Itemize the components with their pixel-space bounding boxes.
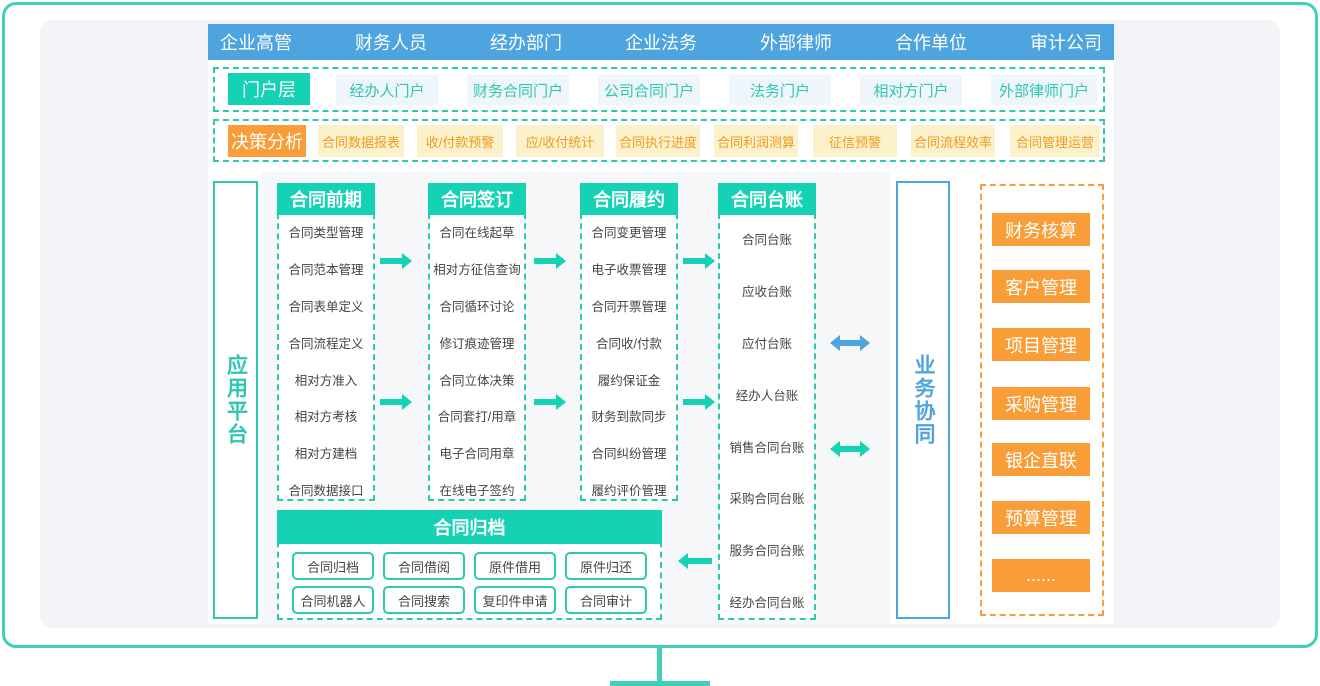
column-item: 销售合同台账 <box>729 441 805 455</box>
column-item: 合同流程定义 <box>288 337 364 351</box>
column-item: 合同纠纷管理 <box>591 447 667 461</box>
role-label: 审计公司 <box>1030 33 1102 53</box>
module-item: 客户管理 <box>992 270 1090 303</box>
column-item: 应付台账 <box>741 337 792 351</box>
business-collab-label: 业务协同 <box>912 354 935 446</box>
arrow-right-icon <box>683 253 715 269</box>
portal-layer <box>213 67 1105 112</box>
column-item: 合同循环讨论 <box>439 300 515 314</box>
portal-item: 经办人门户 <box>336 75 438 105</box>
column-item: 修订痕迹管理 <box>439 337 515 351</box>
column-item: 合同套打/用章 <box>437 410 517 424</box>
module-item: 项目管理 <box>992 328 1090 361</box>
column-item: 合同收/付款 <box>596 337 662 351</box>
double-arrow-icon <box>830 441 870 457</box>
portal-item: 法务门户 <box>729 75 831 105</box>
decision-item: 合同管理运营 <box>1010 125 1100 157</box>
column-item: 履约保证金 <box>597 374 661 388</box>
column-ledger <box>718 183 816 620</box>
column-item: 合同开票管理 <box>591 300 667 314</box>
column-item: 采购合同台账 <box>729 492 805 506</box>
archive-item: 复印件申请 <box>474 586 556 614</box>
column-item: 财务到款同步 <box>591 410 667 424</box>
column-title: 合同签订 <box>428 183 526 215</box>
column-title: 合同履约 <box>580 183 678 215</box>
archive-item: 合同归档 <box>292 552 374 580</box>
portal-item: 财务合同门户 <box>467 75 569 105</box>
column-item: 应收台账 <box>741 285 792 299</box>
archive-item: 原件借用 <box>474 552 556 580</box>
decision-analysis-layer <box>213 119 1105 162</box>
portal-item: 公司合同门户 <box>598 75 700 105</box>
monitor-stand-neck <box>657 648 662 682</box>
column-item: 合同范本管理 <box>288 263 364 277</box>
column-item: 相对方征信查询 <box>433 263 521 277</box>
role-label: 企业高管 <box>220 33 292 53</box>
column-item: 合同数据接口 <box>288 484 364 498</box>
decision-item: 应/收付统计 <box>516 125 604 157</box>
column-item: 合同在线起草 <box>439 226 515 240</box>
decision-item: 合同执行进度 <box>616 125 700 157</box>
column-item: 经办人台账 <box>735 389 799 403</box>
column-item: 电子合同用章 <box>439 447 515 461</box>
business-collab-box: 业务协同 <box>896 181 950 619</box>
column-item: 在线电子签约 <box>439 484 515 498</box>
portal-item: 相对方门户 <box>860 75 962 105</box>
column-item: 经办合同台账 <box>729 596 805 610</box>
arrow-right-icon <box>683 394 715 410</box>
column-title: 合同台账 <box>718 183 816 215</box>
role-label: 企业法务 <box>625 33 697 53</box>
decision-analysis-label: 决策分析 <box>228 125 306 157</box>
decision-item: 征信预警 <box>813 125 897 157</box>
module-item: 采购管理 <box>992 387 1090 420</box>
column-item: 电子收票管理 <box>591 263 667 277</box>
column-performance <box>580 183 678 501</box>
user-role-bar: 企业高管 财务人员 经办部门 企业法务 外部律师 合作单位 审计公司 <box>208 24 1114 60</box>
column-item: 合同类型管理 <box>288 226 364 240</box>
archive-item: 合同机器人 <box>292 586 374 614</box>
role-label: 经办部门 <box>490 33 562 53</box>
role-label: 外部律师 <box>760 33 832 53</box>
module-item: 银企直联 <box>992 443 1090 476</box>
column-title: 合同前期 <box>277 183 375 215</box>
app-platform-label: 应用平台 <box>224 354 248 446</box>
arrow-right-icon <box>380 253 412 269</box>
archive-item: 原件归还 <box>565 552 647 580</box>
archive-item: 合同审计 <box>565 586 647 614</box>
arrow-right-icon <box>534 253 566 269</box>
portal-layer-label: 门户层 <box>228 73 310 105</box>
arrow-left-icon <box>678 553 712 569</box>
module-item: 预算管理 <box>992 501 1090 534</box>
portal-item: 外部律师门户 <box>991 75 1097 105</box>
column-item: 相对方建档 <box>294 447 358 461</box>
arrow-right-icon <box>380 394 412 410</box>
arrow-right-icon <box>534 394 566 410</box>
archive-title: 合同归档 <box>277 510 662 544</box>
module-item: ...... <box>992 559 1090 592</box>
column-item: 相对方准入 <box>294 374 358 388</box>
column-item: 合同变更管理 <box>591 226 667 240</box>
column-signing <box>428 183 526 501</box>
module-item: 财务核算 <box>992 213 1090 246</box>
archive-item: 合同搜索 <box>383 586 465 614</box>
role-label: 财务人员 <box>355 33 427 53</box>
column-item: 合同台账 <box>741 233 792 247</box>
column-item: 合同立体决策 <box>439 374 515 388</box>
decision-item: 合同利润测算 <box>714 125 798 157</box>
column-pre-contract <box>277 183 375 501</box>
decision-item: 合同数据报表 <box>318 125 404 157</box>
column-item: 相对方考核 <box>294 410 358 424</box>
role-label: 合作单位 <box>895 33 967 53</box>
decision-item: 收/付款预警 <box>417 125 503 157</box>
monitor-stand-base <box>610 681 710 686</box>
column-item: 服务合同台账 <box>729 544 805 558</box>
archive-item: 合同借阅 <box>383 552 465 580</box>
double-arrow-icon <box>830 335 870 351</box>
column-item: 履约评价管理 <box>591 484 667 498</box>
column-item: 合同表单定义 <box>288 300 364 314</box>
app-platform-box: 应用平台 <box>213 181 258 619</box>
decision-item: 合同流程效率 <box>911 125 995 157</box>
